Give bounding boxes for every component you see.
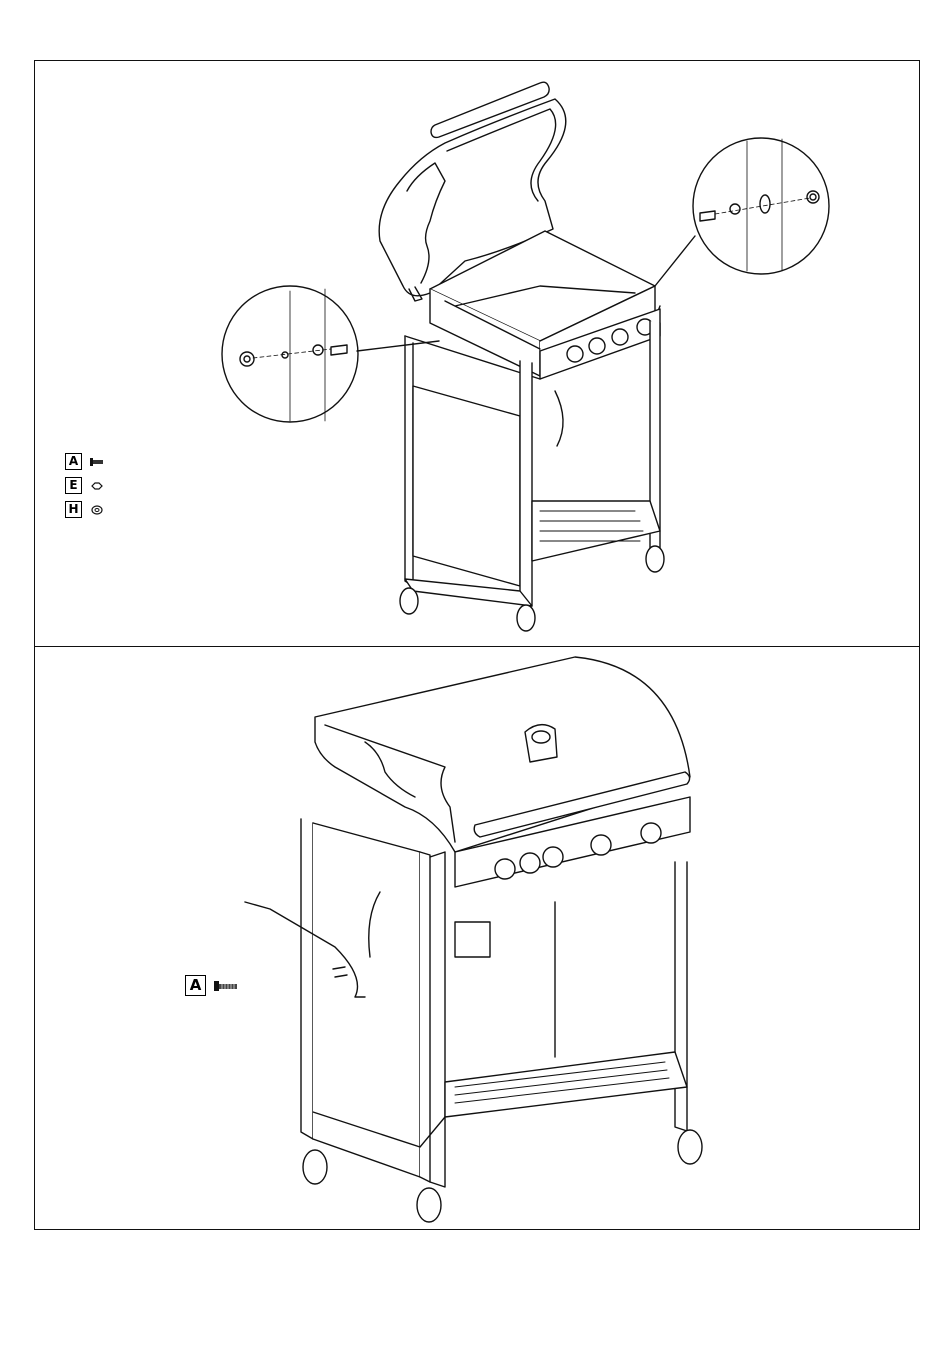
grill-lid-assembly-illustration: [35, 61, 921, 648]
part-letter-h: H: [65, 501, 82, 518]
assembly-step-bottom: A: [34, 646, 920, 1230]
part-legend-a-bottom: A: [185, 975, 238, 996]
assembly-step-top: A E H: [34, 60, 920, 647]
washer-icon: [90, 505, 104, 515]
part-letter-e: E: [65, 477, 82, 494]
screw-icon: [90, 457, 104, 467]
part-legend-h: H: [65, 501, 104, 518]
grill-closed-hose-assembly-illustration: [35, 647, 921, 1231]
nut-icon: [90, 481, 104, 491]
part-letter-a: A: [65, 453, 82, 470]
part-legend-e: E: [65, 477, 104, 494]
part-letter-a-bottom: A: [185, 975, 206, 996]
part-legend-a: A: [65, 453, 104, 470]
screw-icon: [214, 979, 238, 993]
